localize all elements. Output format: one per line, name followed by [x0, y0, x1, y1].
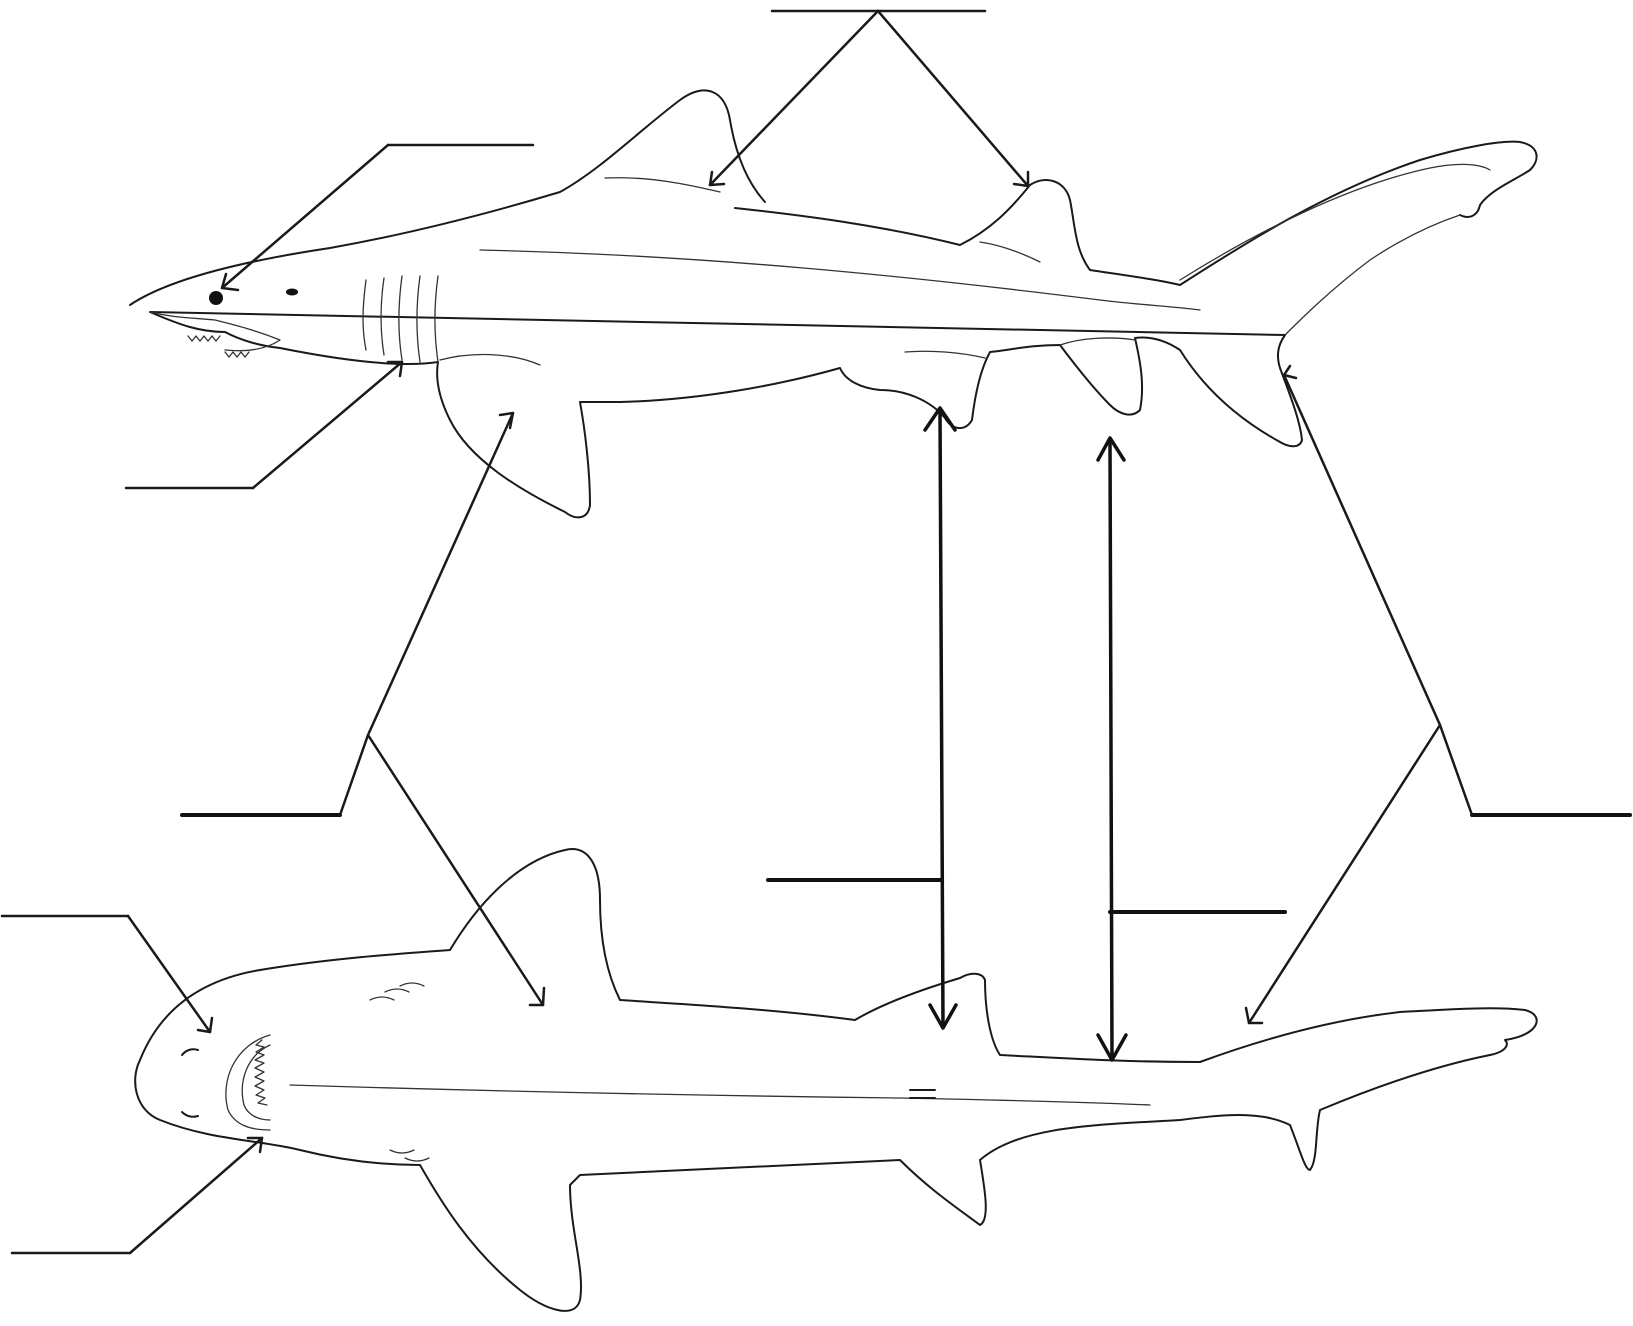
nostril-left-mark — [182, 1049, 198, 1055]
ventral-mouth-inner — [242, 1045, 270, 1120]
lateral-line — [480, 250, 1200, 310]
ventral-body-outline — [135, 849, 1537, 1311]
first-dorsal-fin-base — [605, 178, 720, 192]
shark-ventral-view — [135, 849, 1537, 1311]
ventral-gill-slits — [370, 983, 429, 1161]
leader-anal-fin — [1098, 438, 1285, 1060]
leader-dorsal-fins — [710, 11, 1028, 186]
nostril-right-mark — [182, 1112, 198, 1117]
cloaca-mark — [910, 1090, 935, 1098]
gill-slits — [363, 276, 438, 362]
lateral-body-dorsal-outline — [130, 90, 1537, 305]
second-dorsal-fin-base — [980, 242, 1040, 262]
leader-eye — [222, 145, 533, 290]
leader-mouth — [12, 1138, 262, 1253]
leader-pectoral-fins — [182, 413, 544, 1005]
leader-caudal-fin — [1246, 366, 1630, 1023]
leader-nostril — [2, 916, 212, 1032]
anal-fin-detail — [1060, 338, 1135, 345]
pectoral-fin-base — [440, 355, 540, 365]
spiracle-mark — [286, 289, 298, 296]
caudal-upper-lobe-inner — [1180, 164, 1490, 280]
leader-gill-slits — [126, 362, 402, 488]
eye-dot — [209, 291, 223, 305]
leader-pelvic-fin — [768, 408, 956, 1028]
label-leaders — [2, 11, 1630, 1253]
pelvic-fin-detail — [905, 351, 985, 358]
ventral-midline — [290, 1085, 1150, 1105]
caudal-lobe-edge — [1285, 215, 1460, 335]
shark-lateral-view — [130, 90, 1537, 517]
lateral-body-ventral-outline — [150, 312, 1302, 517]
